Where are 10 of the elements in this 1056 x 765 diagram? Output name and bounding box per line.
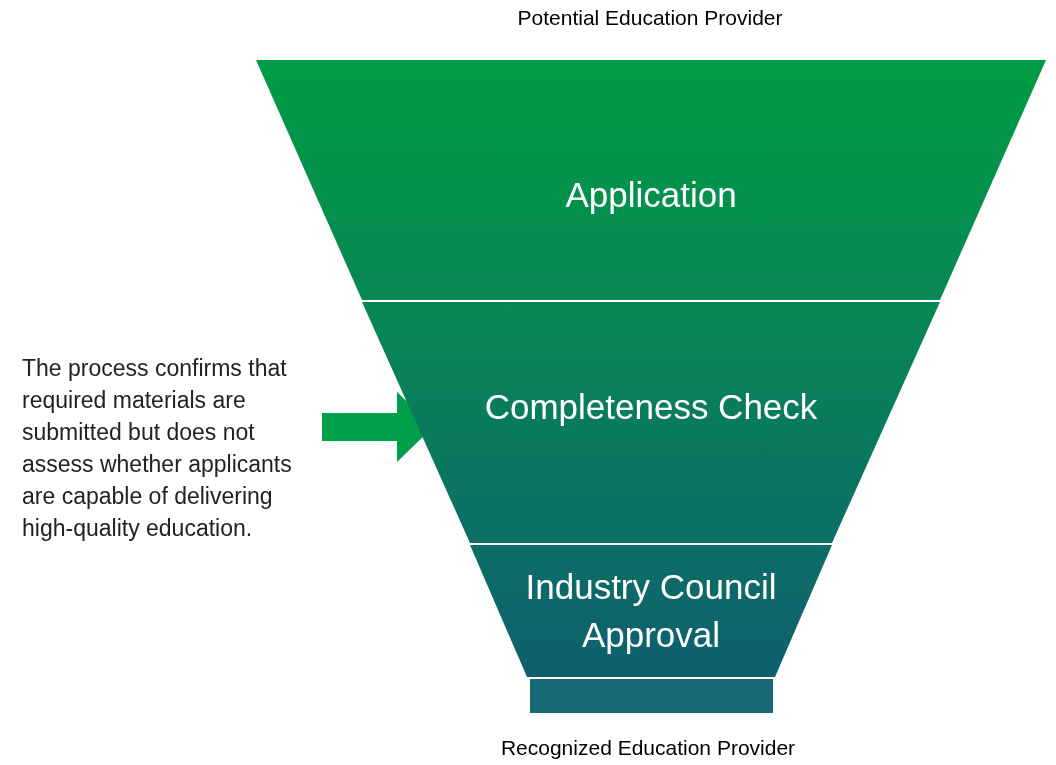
stage-label: Completeness Check	[483, 386, 819, 428]
funnel-stage	[362, 302, 940, 543]
funnel-stage	[470, 545, 832, 677]
stage-label: Industry Council Approval	[524, 566, 778, 656]
stage-caption: Potential Education Provider	[517, 6, 783, 30]
funnel-outlet-bar	[530, 679, 773, 713]
funnel-stage	[256, 60, 1046, 300]
stage-label: Application	[564, 174, 738, 216]
stage-caption: Recognized Education Provider	[500, 736, 796, 760]
note-text: The process confirms that required materials are submitted but does not assess whether applicants are capable of delivering high-quality education.	[22, 352, 322, 548]
